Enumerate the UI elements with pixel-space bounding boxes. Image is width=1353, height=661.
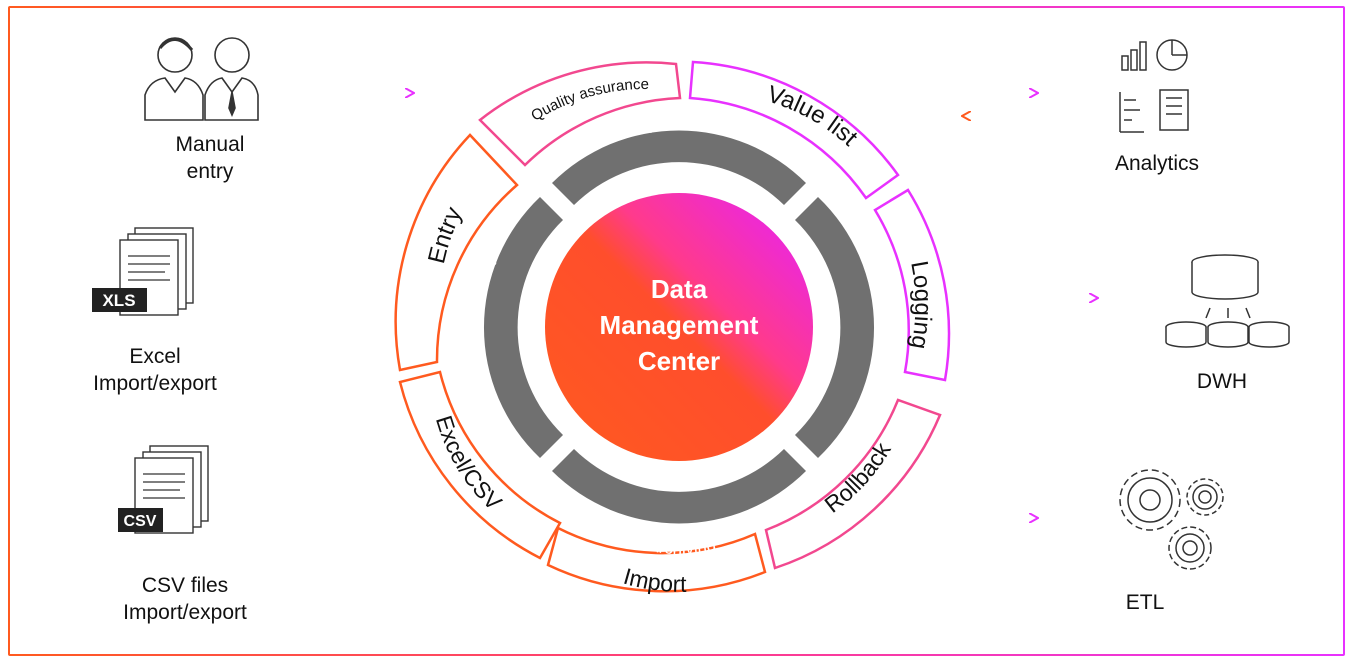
csv-line-1: CSV files <box>141 574 229 597</box>
csv-label: CSV files Import/export <box>95 572 275 626</box>
etl-label: ETL <box>1125 591 1165 614</box>
inner-ring <box>483 130 875 524</box>
inner-segment-logging <box>795 197 875 458</box>
excel-line-2: Import/export <box>93 372 217 395</box>
segment-excel-csv <box>398 370 562 560</box>
csv-document-icon <box>118 445 209 534</box>
center-line-1: Data <box>651 274 708 304</box>
gears-icon <box>1119 469 1224 570</box>
inner-segment-archiving <box>552 449 806 524</box>
center-circle <box>545 193 813 461</box>
dwh-label: DWH <box>1196 370 1248 393</box>
outer-label-logging: Logging <box>905 259 936 351</box>
segment-quality-assurance <box>478 61 682 167</box>
segment-rollback <box>764 398 942 570</box>
xls-badge: XLS <box>102 291 135 310</box>
excel-label: Excel Import/export <box>65 343 245 397</box>
people-icon <box>144 37 259 121</box>
center-line-2: Management <box>600 310 759 340</box>
center-line-3: Center <box>638 346 720 376</box>
segment-value-list <box>688 60 900 200</box>
segment-entry <box>394 133 519 372</box>
inner-label-logging: Logging <box>880 297 902 363</box>
outer-ring <box>394 60 951 593</box>
manual-entry-line-2: entry <box>186 160 234 183</box>
csv-line-2: Import/export <box>123 601 247 624</box>
inner-segment-data-management <box>483 197 563 458</box>
analytics-label: Analytics <box>1114 152 1200 175</box>
inner-segment-validation <box>552 130 806 205</box>
analytics-icon <box>1119 39 1189 133</box>
segment-logging <box>873 188 951 382</box>
inner-label-validation: Validation <box>642 114 721 138</box>
manual-entry-label: Manual entry <box>150 131 270 185</box>
csv-badge: CSV <box>124 513 157 530</box>
xls-document-icon <box>92 227 194 316</box>
excel-line-1: Excel <box>129 345 181 368</box>
manual-entry-line-1: Manual <box>175 133 245 156</box>
database-icon <box>1165 254 1290 348</box>
inner-label-archiving: Archiving <box>647 536 718 558</box>
